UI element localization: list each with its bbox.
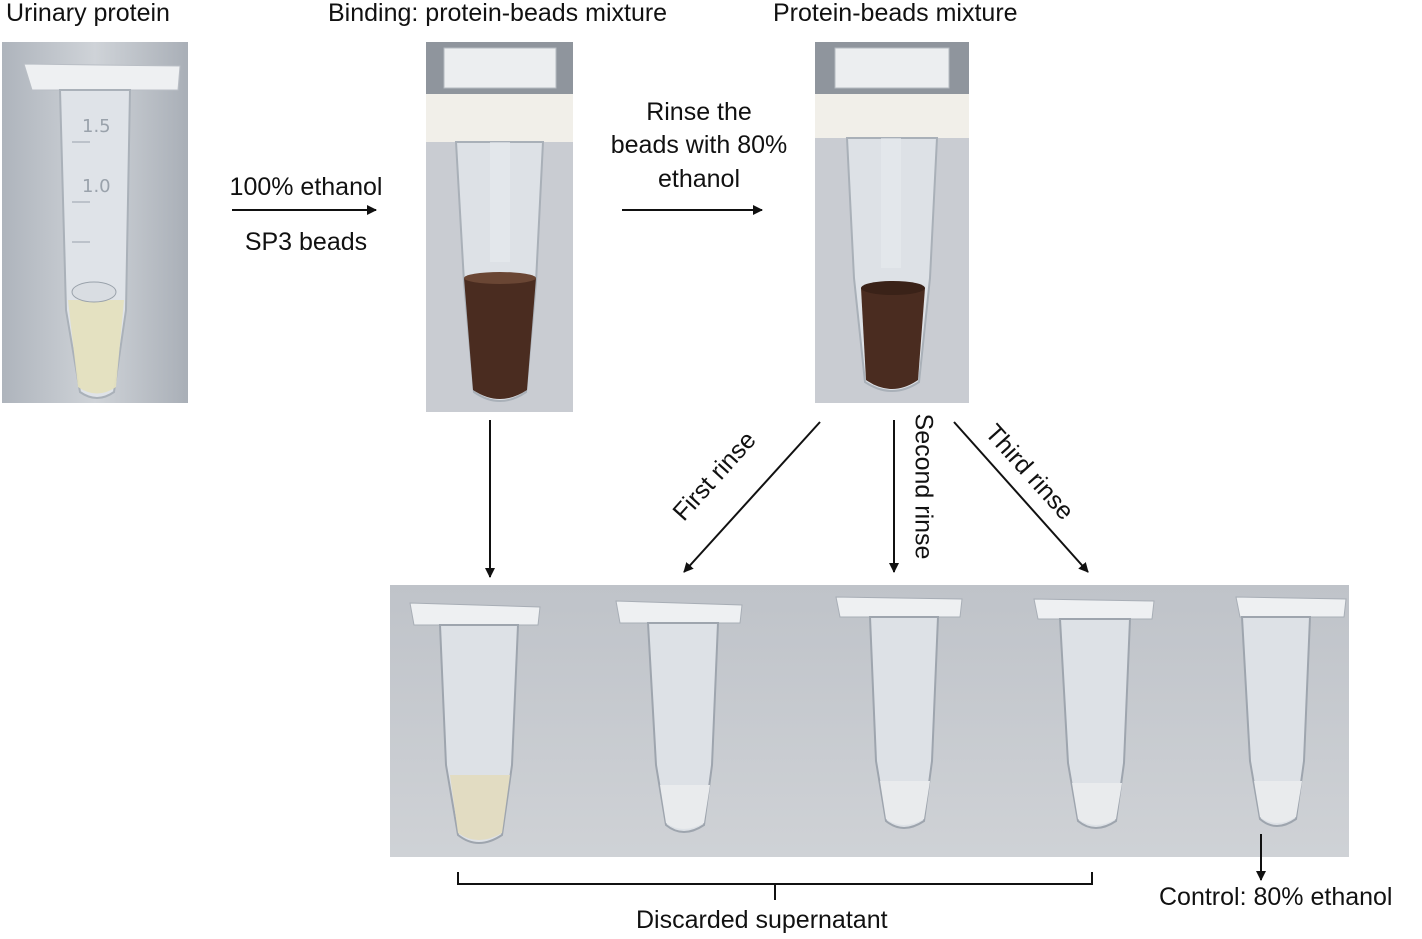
label-urinary-protein: Urinary protein (6, 0, 170, 27)
tube-photo-binding-mixture (426, 42, 573, 412)
supernatant-tube-third-rinse (1033, 598, 1155, 829)
label-binding-mixture: Binding: protein-beads mixture (328, 0, 668, 27)
label-step2-line3: ethanol (657, 164, 741, 193)
tube-photo-protein-beads-mixture (815, 42, 969, 403)
supernatant-tube-first-rinse (615, 600, 743, 833)
svg-text:1.5: 1.5 (82, 116, 111, 137)
label-step1-top: 100% ethanol (229, 173, 383, 201)
label-step2-line2: beads with 80% (610, 131, 788, 160)
label-step2: Rinse the beads with 80% ethanol (590, 97, 808, 195)
brace (457, 872, 1093, 900)
arrow-diagonal-third-rinse (953, 421, 1089, 573)
tube-photo-urinary-protein: 1.5 1.0 (2, 42, 188, 403)
label-control: Control: 80% ethanol (1159, 883, 1393, 911)
label-second-rinse: Second rinse (909, 413, 938, 560)
control-tube (1235, 596, 1347, 827)
label-step1-bottom: SP3 beads (244, 228, 368, 256)
supernatant-tube-binding (409, 602, 541, 844)
label-discarded-supernatant: Discarded supernatant (636, 906, 888, 934)
arrow-diagonal-first-rinse (683, 421, 821, 573)
label-protein-beads-mixture: Protein-beads mixture (773, 0, 1018, 27)
label-step2-line1: Rinse the (646, 98, 752, 126)
supernatant-tube-second-rinse (835, 596, 963, 829)
svg-text:1.0: 1.0 (82, 176, 111, 197)
tube-photo-supernatant-strip (390, 585, 1349, 857)
